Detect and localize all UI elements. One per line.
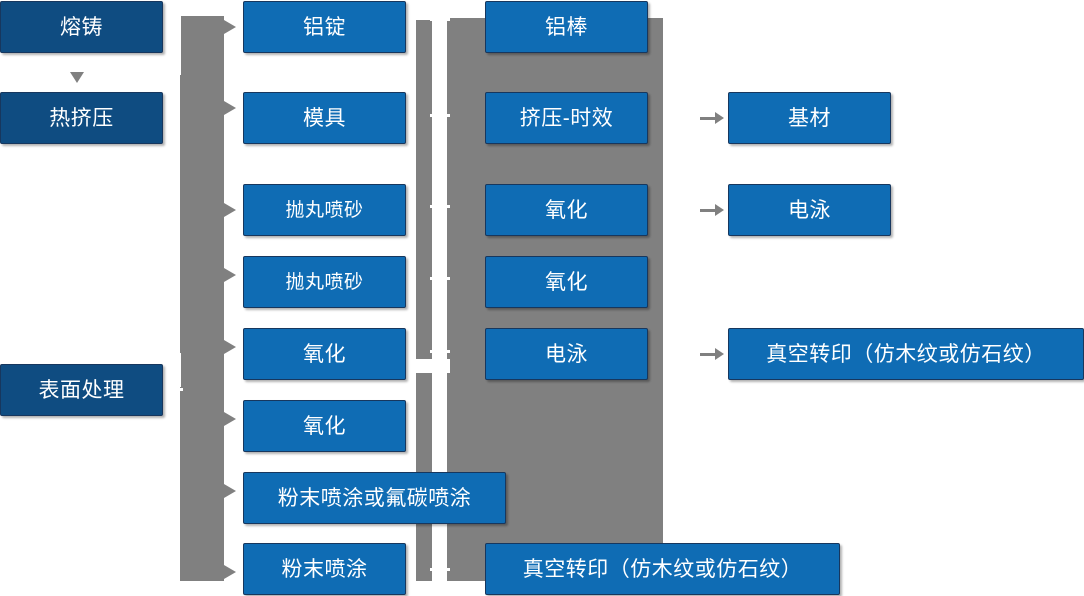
connector-tie-2 bbox=[430, 114, 450, 117]
step-a-box-oxidation-2[interactable]: 氧化 bbox=[243, 400, 406, 452]
arrow-to-step-a-7 bbox=[224, 484, 236, 498]
step-b-label: 电泳 bbox=[545, 342, 588, 366]
stage-label: 表面处理 bbox=[38, 378, 125, 402]
connector-gap-surface-treatment bbox=[163, 353, 181, 387]
stage-box-hot-extrusion[interactable]: 热挤压 bbox=[0, 92, 163, 144]
step-b-box-electrophoresis[interactable]: 电泳 bbox=[485, 328, 648, 380]
step-a-box-aluminum-ingot[interactable]: 铝锭 bbox=[243, 1, 406, 53]
arrow-to-output-1 bbox=[700, 111, 724, 125]
connector-stub-surface-treatment bbox=[163, 388, 183, 391]
stage-label: 热挤压 bbox=[49, 106, 114, 130]
step-a-label: 氧化 bbox=[303, 342, 346, 366]
output-box-electrophoresis[interactable]: 电泳 bbox=[728, 184, 891, 236]
arrow-down-to-hot-extrusion bbox=[70, 72, 84, 83]
step-b-label: 铝棒 bbox=[545, 15, 588, 39]
step-b-box-vacuum-transfer-printing[interactable]: 真空转印（仿木纹或仿石纹） bbox=[485, 543, 840, 595]
arrow-to-step-a-3 bbox=[224, 203, 236, 217]
connector-notch-top bbox=[163, 16, 181, 75]
output-label: 电泳 bbox=[788, 198, 831, 222]
step-a-label: 粉末喷涂 bbox=[281, 557, 368, 581]
step-a-box-shot-blasting-1[interactable]: 抛丸喷砂 bbox=[243, 184, 406, 236]
connector-rail-narrow bbox=[416, 20, 432, 581]
step-a-box-mold[interactable]: 模具 bbox=[243, 92, 406, 144]
step-a-label: 铝锭 bbox=[303, 15, 346, 39]
step-b-box-oxidation-1[interactable]: 氧化 bbox=[485, 184, 648, 236]
step-a-label: 模具 bbox=[303, 106, 346, 130]
connector-tie-3 bbox=[430, 205, 450, 208]
arrow-to-step-a-1 bbox=[224, 20, 236, 34]
step-a-label: 氧化 bbox=[303, 414, 346, 438]
step-b-label: 挤压-时效 bbox=[519, 106, 614, 130]
arrow-to-step-a-2 bbox=[224, 101, 236, 115]
connector-tie-6 bbox=[430, 568, 450, 571]
step-b-box-extrusion-aging[interactable]: 挤压-时效 bbox=[485, 92, 648, 144]
output-label: 基材 bbox=[788, 106, 831, 130]
stage-box-melting-casting[interactable]: 熔铸 bbox=[0, 1, 163, 53]
step-a-box-powder-or-fluorocarbon-coating[interactable]: 粉末喷涂或氟碳喷涂 bbox=[243, 472, 506, 524]
arrow-to-step-a-6 bbox=[224, 412, 236, 426]
step-b-label: 氧化 bbox=[545, 198, 588, 222]
arrow-to-step-a-5 bbox=[224, 340, 236, 354]
step-a-box-oxidation-1[interactable]: 氧化 bbox=[243, 328, 406, 380]
step-b-box-oxidation-2[interactable]: 氧化 bbox=[485, 256, 648, 308]
step-a-box-powder-coating[interactable]: 粉末喷涂 bbox=[243, 543, 406, 595]
connector-band-gap bbox=[432, 359, 448, 373]
output-label: 真空转印（仿木纹或仿石纹） bbox=[766, 342, 1046, 366]
connector-tie-5 bbox=[430, 350, 450, 353]
step-b-box-aluminum-bar[interactable]: 铝棒 bbox=[485, 1, 648, 53]
step-b-label: 氧化 bbox=[545, 270, 588, 294]
output-box-base-material[interactable]: 基材 bbox=[728, 92, 891, 144]
step-a-label: 抛丸喷砂 bbox=[285, 199, 364, 221]
stage-label: 熔铸 bbox=[60, 15, 103, 39]
arrow-to-output-2 bbox=[700, 203, 724, 217]
connector-tie-4 bbox=[430, 277, 450, 280]
output-box-vacuum-transfer-printing[interactable]: 真空转印（仿木纹或仿石纹） bbox=[728, 328, 1084, 380]
step-a-label: 粉末喷涂或氟碳喷涂 bbox=[277, 486, 472, 510]
step-b-label: 真空转印（仿木纹或仿石纹） bbox=[522, 557, 803, 581]
stage-box-surface-treatment[interactable]: 表面处理 bbox=[0, 364, 163, 416]
connector-band-left bbox=[180, 16, 224, 581]
connector-tie-1 bbox=[430, 18, 450, 21]
arrow-to-step-a-4 bbox=[224, 268, 236, 282]
arrow-to-step-a-8 bbox=[224, 565, 236, 579]
step-a-box-shot-blasting-2[interactable]: 抛丸喷砂 bbox=[243, 256, 406, 308]
step-a-label: 抛丸喷砂 bbox=[285, 271, 364, 293]
arrow-to-output-3 bbox=[700, 347, 724, 361]
